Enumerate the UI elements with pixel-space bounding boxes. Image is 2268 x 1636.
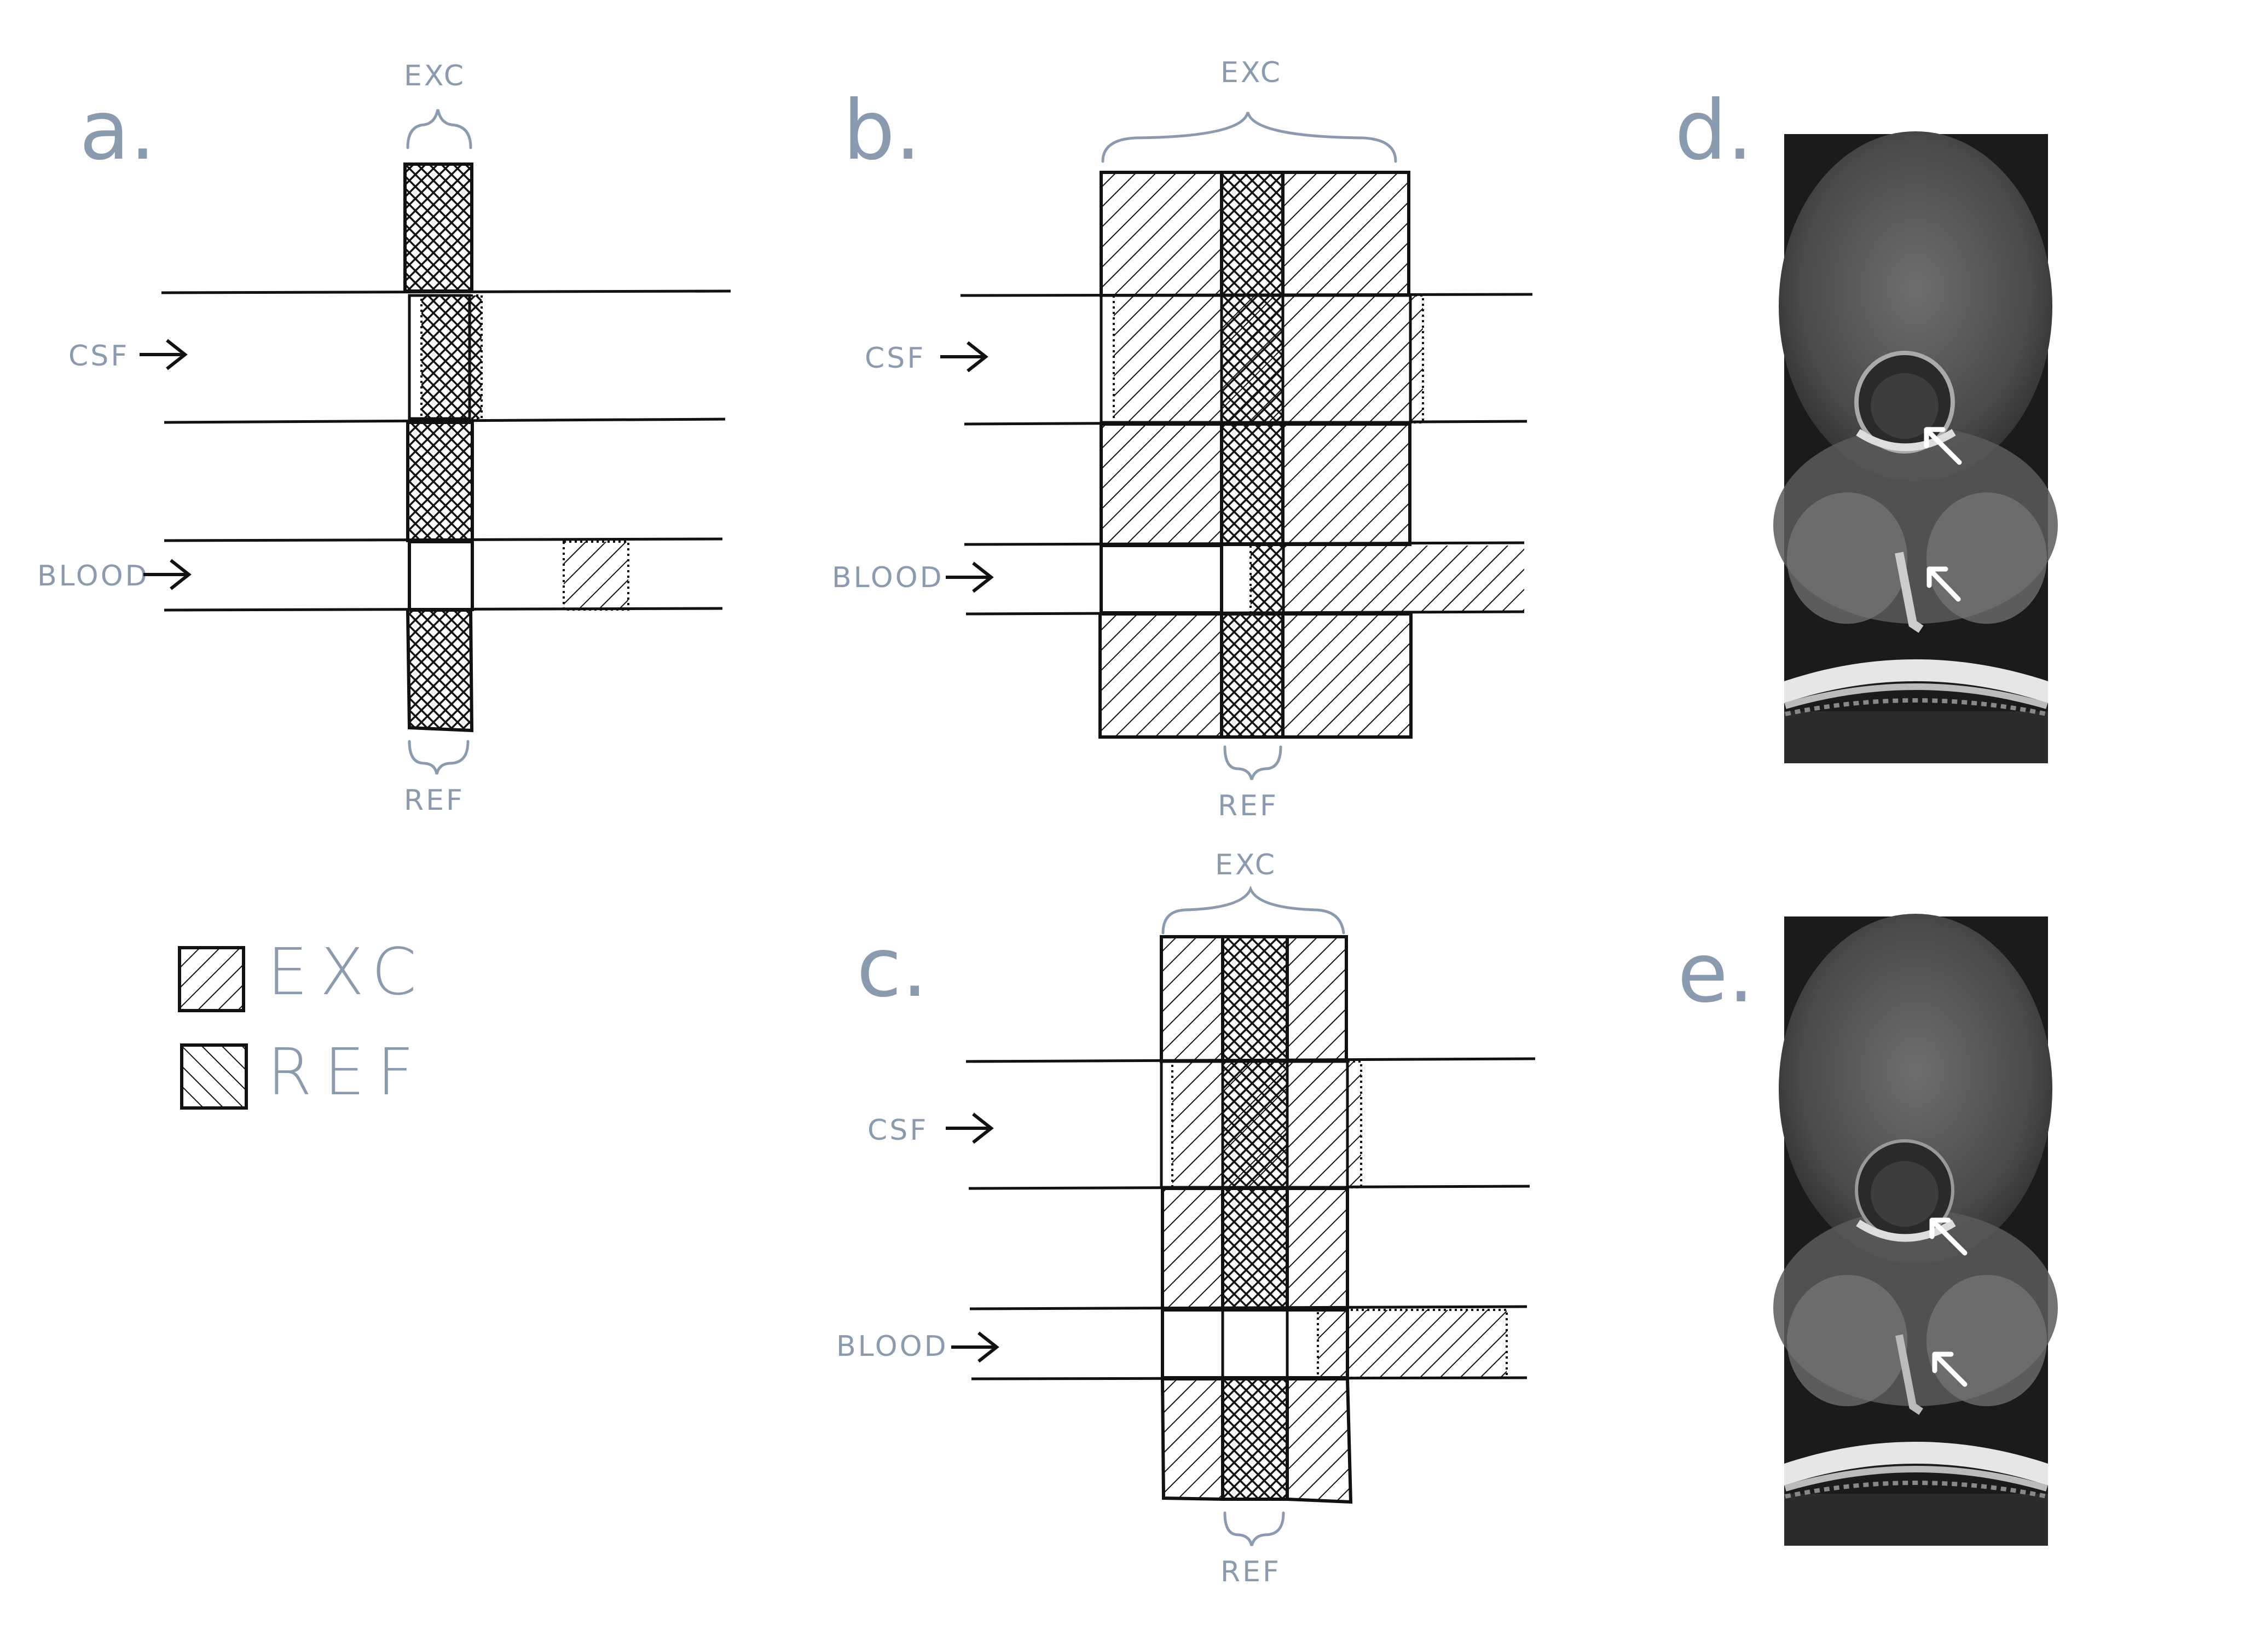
csf-label-a: CSF xyxy=(68,340,129,373)
csf-arrow-icon-a xyxy=(140,340,185,369)
blood-arrow-icon-a xyxy=(143,560,189,589)
ref-block-bottom-b xyxy=(1222,614,1283,737)
exc-block-bottom-right-b xyxy=(1283,614,1411,737)
slice-segment-top-a xyxy=(405,164,472,291)
blood-arrow-icon-c xyxy=(951,1333,997,1361)
csf-ref-c xyxy=(1223,1061,1287,1187)
blood-gap-left-b xyxy=(1101,546,1222,613)
panel-letter-c: c. xyxy=(857,920,928,1016)
blood-label-a: BLOOD xyxy=(37,560,149,593)
blood-exc-displaced-b xyxy=(1283,546,1524,613)
csf-ref-b xyxy=(1222,295,1283,422)
panel-b: b. EXC CSF BLOOD xyxy=(832,56,1532,822)
ref-label-a: REF xyxy=(404,784,465,817)
mri-image-e xyxy=(1773,914,2058,1546)
panel-letter-a: a. xyxy=(79,83,156,178)
blood-gap-a xyxy=(409,542,472,610)
exc-block-mid-right-c xyxy=(1287,1188,1347,1309)
panel-a: a. EXC CSF BLOOD REF xyxy=(37,60,731,817)
exc-block-mid-right-b xyxy=(1283,424,1410,544)
legend-ref-swatch xyxy=(182,1045,246,1108)
panel-letter-d: d. xyxy=(1675,83,1753,178)
csf-displaced-signal-a xyxy=(421,295,482,419)
exc-brace-c xyxy=(1163,889,1344,933)
exc-label-b: EXC xyxy=(1220,56,1282,89)
panel-letter-b: b. xyxy=(843,83,921,178)
blood-label-b: BLOOD xyxy=(832,561,944,594)
exc-block-bottom-right-c xyxy=(1287,1379,1351,1502)
exc-brace-a xyxy=(408,109,471,148)
mri-image-d xyxy=(1773,131,2058,763)
ref-brace-a xyxy=(409,741,468,774)
ref-label-b: REF xyxy=(1218,790,1278,822)
ref-brace-c xyxy=(1225,1513,1283,1546)
ref-block-mid-c xyxy=(1223,1188,1287,1309)
exc-brace-b xyxy=(1103,112,1396,161)
panel-e: e. xyxy=(1677,914,2058,1546)
exc-block-mid-left-b xyxy=(1101,424,1222,544)
legend-exc-label: EXC xyxy=(267,934,429,1010)
ref-block-bottom-c xyxy=(1223,1379,1287,1499)
ref-label-c: REF xyxy=(1220,1556,1281,1588)
exc-block-bottom-left-c xyxy=(1162,1379,1223,1499)
exc-block-top-right-c xyxy=(1287,937,1346,1061)
legend-exc-swatch xyxy=(180,948,244,1011)
ref-block-mid-b xyxy=(1222,424,1283,544)
legend: EXC REF xyxy=(180,934,429,1110)
blood-arrow-icon-b xyxy=(946,563,991,591)
csf-label-b: CSF xyxy=(865,342,925,375)
panel-c: c. EXC CSF BLOOD xyxy=(836,849,1535,1588)
exc-block-bottom-left-b xyxy=(1100,614,1222,737)
blood-displaced-signal-a xyxy=(564,542,628,610)
panel-letter-e: e. xyxy=(1677,926,1754,1021)
csf-label-c: CSF xyxy=(867,1114,928,1147)
slice-segment-mid-a xyxy=(408,422,472,541)
exc-block-top-right-b xyxy=(1283,172,1409,295)
exc-block-top-left-c xyxy=(1161,937,1223,1061)
panel-d: d. xyxy=(1675,83,2058,763)
legend-ref-label: REF xyxy=(267,1034,426,1110)
blood-ref-displaced-b xyxy=(1251,546,1283,613)
ref-block-top-c xyxy=(1223,937,1287,1061)
slice-segment-bottom-a xyxy=(408,610,472,730)
exc-block-top-left-b xyxy=(1101,172,1222,295)
exc-block-mid-left-c xyxy=(1162,1188,1223,1309)
csf-arrow-icon-b xyxy=(940,343,986,371)
ref-brace-b xyxy=(1225,747,1281,780)
exc-label-a: EXC xyxy=(404,60,466,92)
csf-arrow-icon-c xyxy=(946,1114,991,1142)
exc-label-c: EXC xyxy=(1215,849,1277,881)
ref-block-top-b xyxy=(1222,172,1283,295)
blood-label-c: BLOOD xyxy=(836,1330,948,1363)
